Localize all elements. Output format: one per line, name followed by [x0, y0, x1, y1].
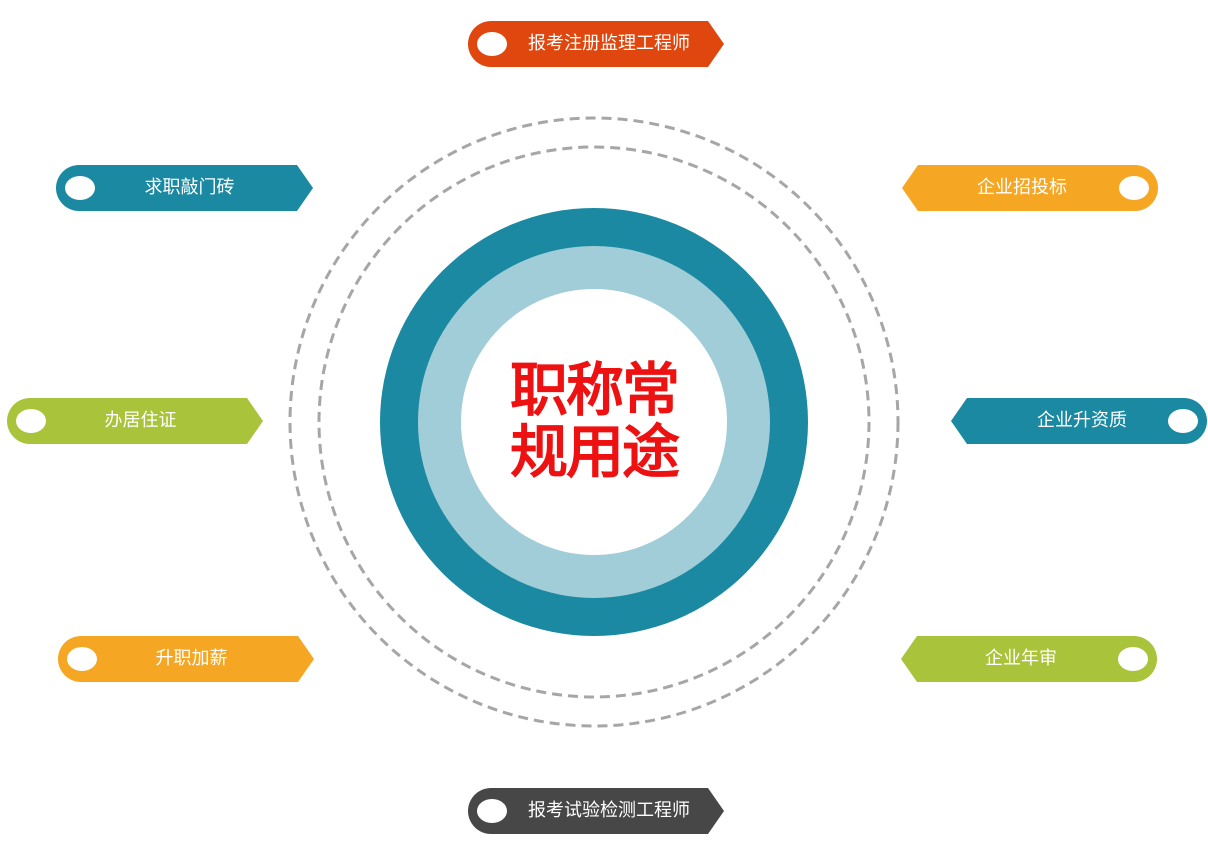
tag-left-3: 升职加薪	[58, 636, 314, 682]
tag-bottom-dot-icon	[477, 799, 507, 823]
center-title: 职称常 规用途	[463, 359, 725, 483]
tag-right-3-dot-icon	[1118, 647, 1148, 671]
tag-left-2: 办居住证	[7, 398, 263, 444]
tag-right-2: 企业升资质	[951, 398, 1207, 444]
tag-right-2-label: 企业升资质	[1037, 410, 1127, 431]
tag-left-3-dot-icon	[67, 647, 97, 671]
tag-right-3: 企业年审	[901, 636, 1157, 682]
tag-left-1: 求职敲门砖	[56, 165, 313, 211]
tag-top: 报考注册监理工程师	[468, 21, 724, 67]
tag-right-3-label: 企业年审	[985, 648, 1057, 669]
outer-dashed-ring	[288, 116, 900, 728]
tag-bottom: 报考试验检测工程师	[468, 788, 724, 834]
center-title-line-1: 职称常	[509, 356, 680, 424]
tag-left-2-dot-icon	[16, 409, 46, 433]
tag-left-1-label: 求职敲门砖	[144, 177, 235, 198]
tag-right-2-dot-icon	[1168, 409, 1198, 433]
tag-left-3-label: 升职加薪	[155, 648, 228, 669]
tag-right-1-label: 企业招投标	[977, 177, 1067, 198]
tag-left-1-dot-icon	[65, 176, 95, 200]
tag-right-1-dot-icon	[1119, 176, 1149, 200]
tag-top-dot-icon	[477, 32, 507, 56]
white-core	[461, 289, 727, 555]
center-title-line-2: 规用途	[509, 418, 680, 486]
inner-dashed-ring	[317, 145, 871, 699]
tag-bottom-label: 报考试验检测工程师	[528, 800, 690, 821]
tag-right-1: 企业招投标	[902, 165, 1158, 211]
tag-left-2-label: 办居住证	[104, 410, 177, 431]
tag-top-label: 报考注册监理工程师	[528, 33, 690, 54]
